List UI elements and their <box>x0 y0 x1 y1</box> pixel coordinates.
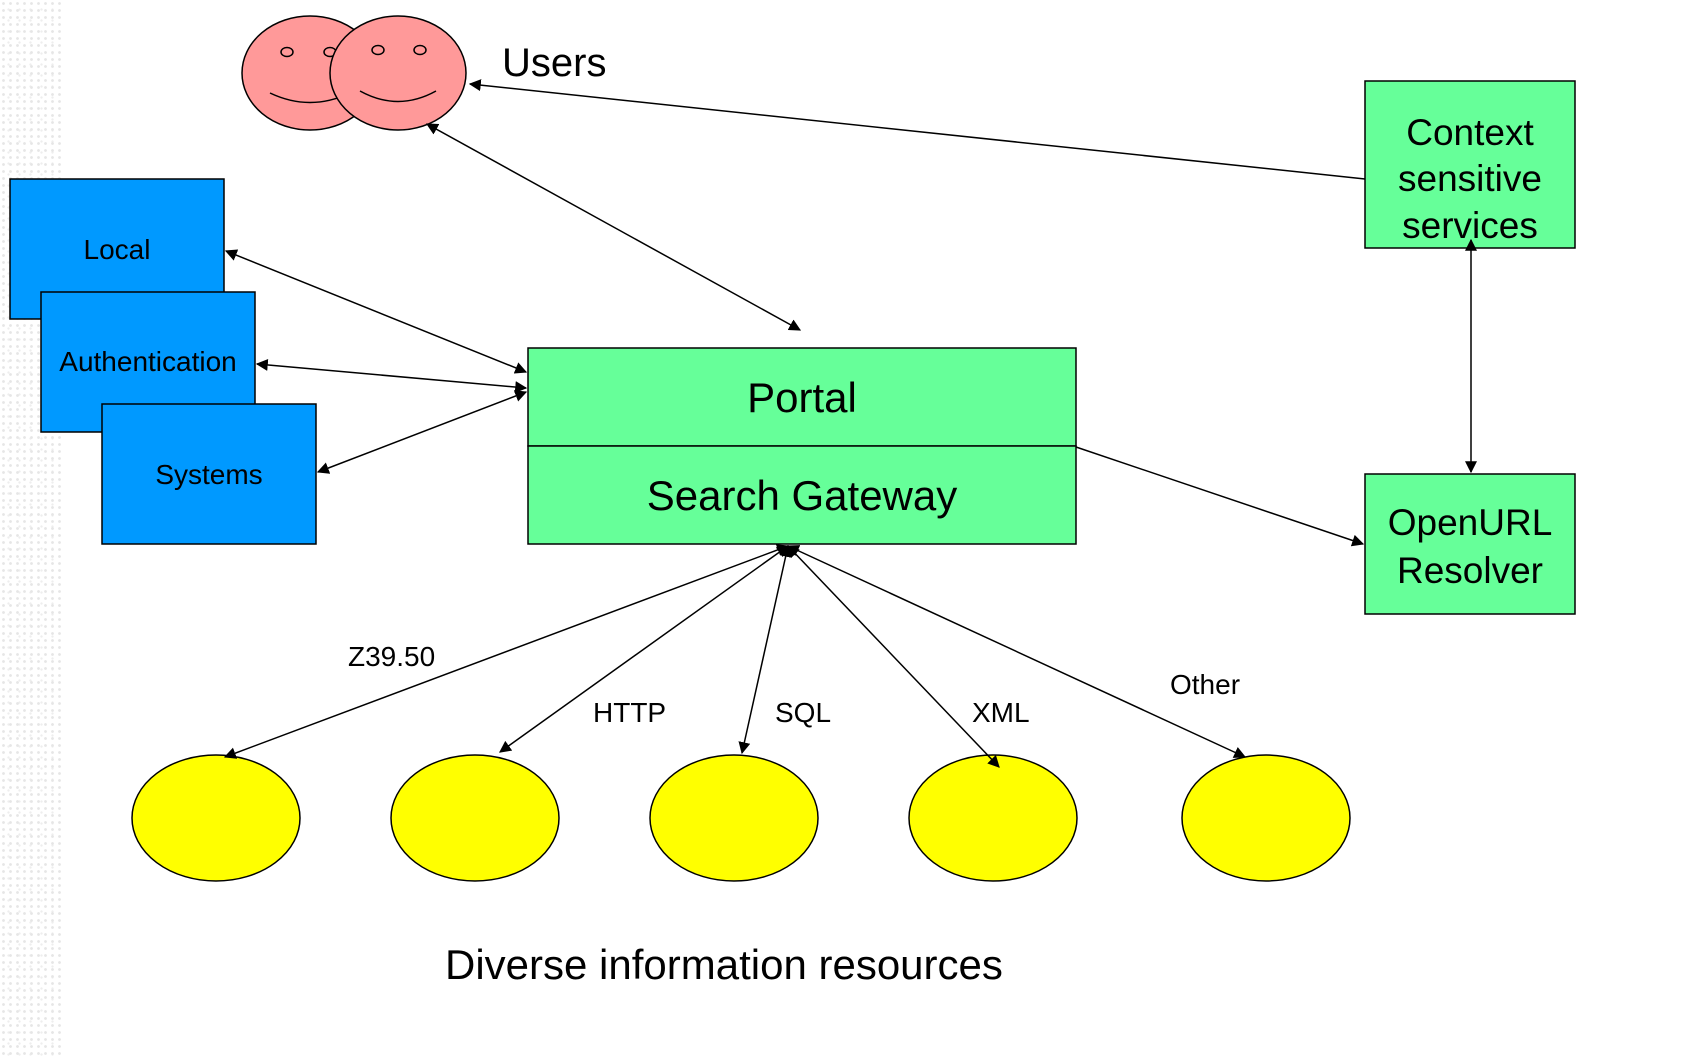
authentication-label: Authentication <box>59 345 237 377</box>
context-line-1: Context <box>1406 112 1534 154</box>
systems-label: Systems <box>155 458 263 490</box>
resource-ellipse-3 <box>649 754 819 882</box>
users-label: Users <box>502 41 607 85</box>
resolver-line-2: Resolver <box>1397 550 1543 591</box>
context-services-label: Context sensitive services <box>1365 112 1575 247</box>
context-services-box <box>1364 80 1576 249</box>
xml-label: XML <box>972 697 1030 728</box>
search-gateway-box <box>527 445 1077 545</box>
sql-arrow <box>738 544 792 755</box>
http-label: HTTP <box>593 697 667 728</box>
local-label: Local <box>83 233 151 265</box>
resource-ellipse-5 <box>1181 754 1351 882</box>
z3950-label: Z39.50 <box>348 641 436 672</box>
local-portal-arrow <box>224 249 528 374</box>
other-label: Other <box>1170 669 1241 700</box>
z3950-arrow <box>223 544 790 759</box>
resources-caption: Diverse information resources <box>445 941 1003 988</box>
resource-ellipse-1 <box>131 754 301 882</box>
portal-label: Portal <box>747 373 857 421</box>
context-line-3: services <box>1402 204 1538 246</box>
context-to-users-arrow <box>468 79 1366 180</box>
users-portal-arrow <box>425 123 802 331</box>
resource-ellipse-2 <box>390 754 560 882</box>
sql-label: SQL <box>775 697 832 728</box>
openurl-resolver-label: OpenURL Resolver <box>1365 492 1575 602</box>
resource-ellipse-4 <box>908 754 1078 882</box>
search-gateway-label: Search Gateway <box>646 471 958 519</box>
user-face-icon <box>329 15 467 131</box>
portal-box <box>527 347 1077 447</box>
gateway-to-resolver-arrow <box>1075 446 1365 547</box>
background-texture <box>0 0 62 1058</box>
authentication-portal-arrow <box>255 358 528 394</box>
resolver-line-1: OpenURL <box>1387 501 1553 543</box>
systems-box <box>101 403 317 545</box>
openurl-resolver-box <box>1364 473 1576 615</box>
systems-portal-arrow <box>316 390 528 474</box>
other-arrow <box>786 545 1247 758</box>
context-line-2: sensitive <box>1398 158 1542 200</box>
xml-arrow <box>787 545 1000 768</box>
